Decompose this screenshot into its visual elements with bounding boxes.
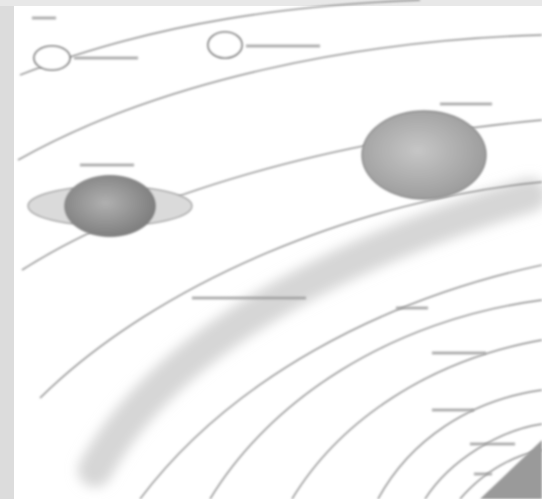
top-border	[0, 0, 542, 6]
left-border	[0, 0, 14, 499]
asteroid-belt	[95, 195, 530, 470]
sun	[480, 440, 542, 499]
planet-large	[362, 111, 486, 199]
label-marks	[32, 18, 515, 474]
planet-small-2	[208, 32, 242, 58]
planet-small-1	[34, 46, 70, 70]
planet-ringed	[28, 175, 192, 237]
orbit-inner-2	[292, 340, 542, 499]
orbit-outer-5	[140, 265, 542, 499]
